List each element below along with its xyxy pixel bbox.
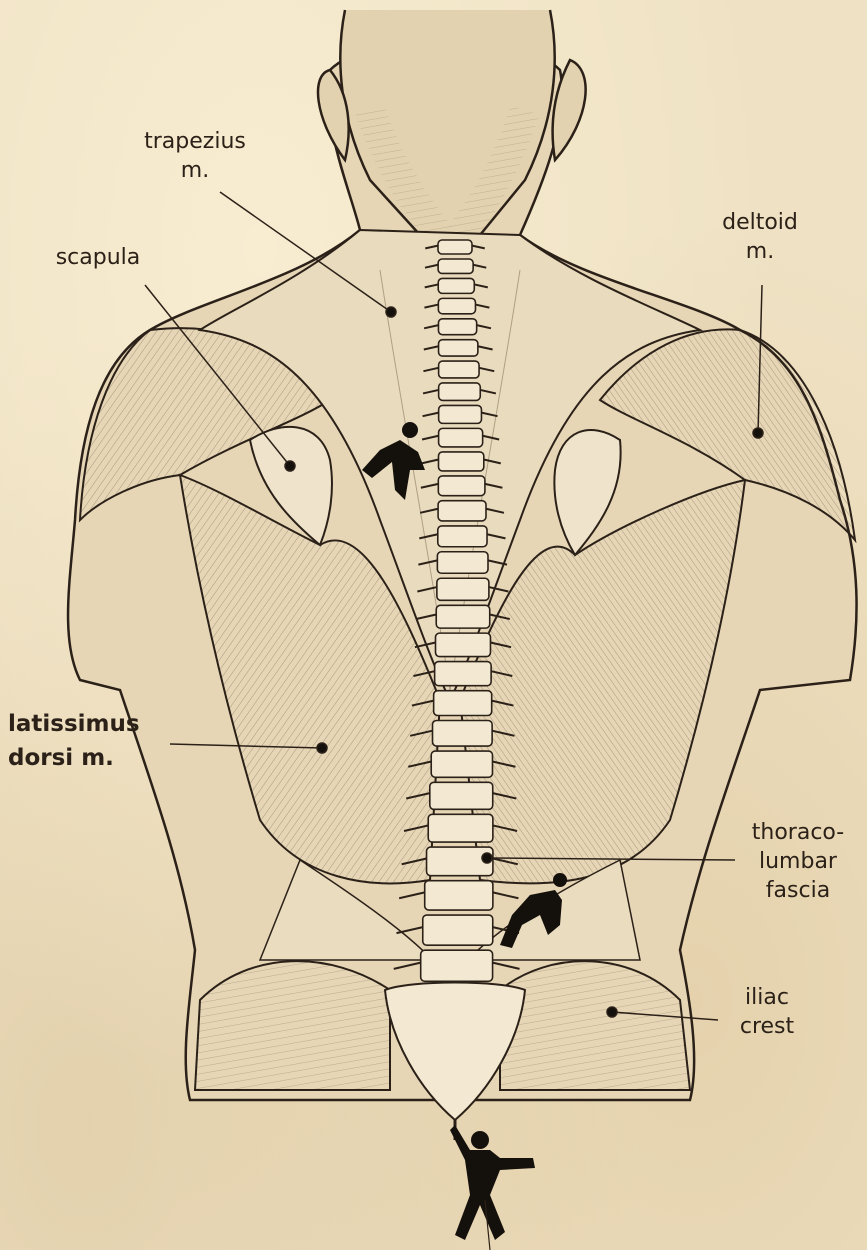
vertebra bbox=[438, 319, 476, 335]
label-deltoid-line1: deltoid bbox=[705, 208, 815, 237]
thoracolumbar-pointer bbox=[482, 853, 492, 863]
vertebra bbox=[435, 662, 491, 686]
label-trapezius-line1: trapezius bbox=[130, 127, 260, 156]
vertebra bbox=[438, 452, 483, 471]
label-deltoid-line2: m. bbox=[705, 237, 815, 266]
trapezius-pointer bbox=[386, 307, 396, 317]
label-trapezius: trapezius m. bbox=[130, 127, 260, 185]
label-iliac-line2: crest bbox=[722, 1012, 812, 1041]
vertebra bbox=[439, 405, 482, 423]
vertebra bbox=[438, 259, 473, 273]
vertebra bbox=[433, 720, 493, 746]
vertebra bbox=[438, 298, 475, 313]
vertebra bbox=[439, 361, 479, 378]
iliac-crest-pointer bbox=[607, 1007, 617, 1017]
label-latissimus-dorsi: latissimus dorsi m. bbox=[8, 707, 178, 775]
vertebra bbox=[421, 950, 493, 981]
vertebra bbox=[438, 501, 486, 521]
label-thoracolumbar-line1: thoraco- bbox=[738, 818, 858, 847]
vertebra bbox=[438, 240, 472, 254]
label-latissimus-line2: dorsi m. bbox=[8, 741, 178, 775]
label-iliac-line1: iliac bbox=[722, 983, 812, 1012]
vertebra bbox=[438, 476, 485, 496]
vertebra bbox=[438, 278, 474, 293]
label-thoracolumbar-line3: fascia bbox=[738, 876, 858, 905]
vertebra bbox=[431, 751, 492, 777]
label-scapula: scapula bbox=[38, 243, 158, 272]
label-trapezius-line2: m. bbox=[130, 156, 260, 185]
vertebra bbox=[436, 605, 489, 628]
vertebra bbox=[439, 383, 481, 400]
label-thoracolumbar-fascia: thoraco- lumbar fascia bbox=[738, 818, 858, 905]
vertebra bbox=[423, 915, 493, 945]
scapula-pointer bbox=[285, 461, 295, 471]
label-thoracolumbar-line2: lumbar bbox=[738, 847, 858, 876]
deltoid-pointer bbox=[753, 428, 763, 438]
vertebra bbox=[437, 552, 488, 573]
label-iliac-crest: iliac crest bbox=[722, 983, 812, 1041]
label-deltoid: deltoid m. bbox=[705, 208, 815, 266]
vertebra bbox=[425, 881, 493, 910]
latissimus-pointer bbox=[317, 743, 327, 753]
vertebra bbox=[434, 691, 492, 716]
label-latissimus-line1: latissimus bbox=[8, 707, 178, 741]
climber-silhouette-hanging bbox=[450, 1125, 535, 1250]
vertebra bbox=[428, 814, 493, 842]
vertebra bbox=[438, 526, 487, 547]
vertebra bbox=[439, 428, 483, 447]
vertebra bbox=[430, 782, 493, 809]
vertebra bbox=[436, 633, 491, 656]
vertebra bbox=[439, 340, 478, 356]
vertebra bbox=[437, 578, 489, 600]
